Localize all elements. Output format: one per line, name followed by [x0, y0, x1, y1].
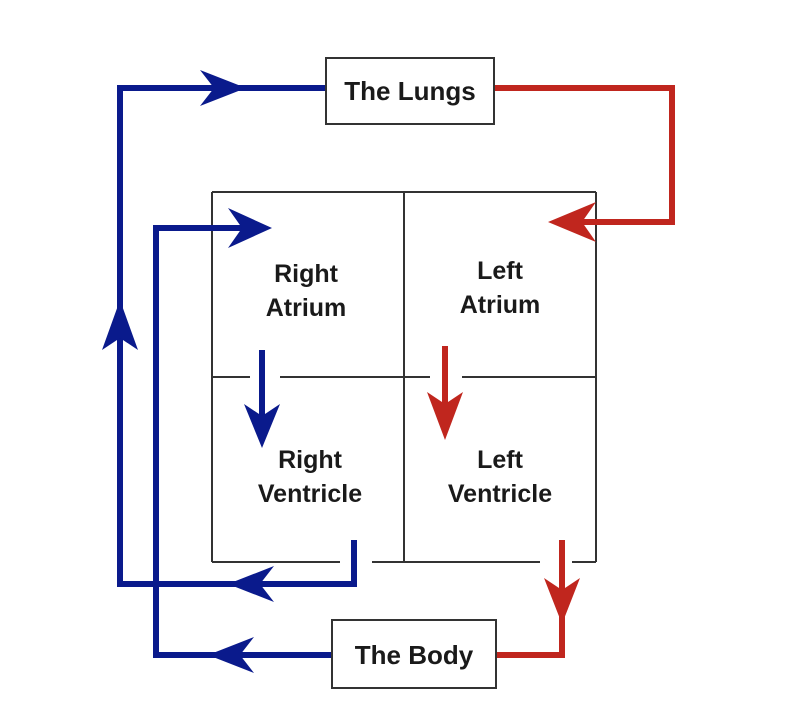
- right-ventricle-label-line2: Ventricle: [258, 480, 362, 508]
- arrow-la-to-lv-head: [427, 392, 463, 440]
- left-atrium-label-line2: Atrium: [460, 291, 541, 319]
- right-atrium-label-line2: Atrium: [266, 294, 347, 322]
- deoxygenated-flow: [117, 85, 357, 658]
- left-atrium-label-line1: Left: [477, 257, 524, 285]
- path-rv-to-lungs: [117, 85, 357, 587]
- body-label: The Body: [355, 640, 474, 670]
- lungs-label: The Lungs: [344, 76, 475, 106]
- heart-chambers-grid: [211, 191, 597, 563]
- arrow-up-left: [102, 300, 138, 350]
- arrow-ra-to-rv-head: [244, 404, 280, 448]
- arrow-body-out: [208, 637, 254, 673]
- lungs-box: The Lungs: [325, 57, 495, 125]
- right-ventricle-label-line1: Right: [278, 446, 343, 474]
- arrow-into-la: [548, 202, 596, 242]
- path-lv-to-body: [496, 540, 565, 658]
- right-atrium-label-line1: Right: [274, 260, 339, 288]
- arrow-to-lungs: [200, 70, 246, 106]
- path-body-to-ra: [153, 225, 332, 658]
- left-ventricle-label-line1: Left: [477, 446, 524, 474]
- blue-arrowheads: [102, 70, 280, 673]
- body-box: The Body: [331, 619, 497, 689]
- arrow-lv-to-body-head: [544, 578, 580, 624]
- left-ventricle-label-line2: Ventricle: [448, 480, 552, 508]
- oxygenated-flow: [442, 85, 675, 658]
- arrow-into-ra: [228, 208, 272, 248]
- red-arrowheads: [427, 202, 596, 624]
- arrow-rv-out: [228, 566, 274, 602]
- path-lungs-to-la: [494, 85, 675, 225]
